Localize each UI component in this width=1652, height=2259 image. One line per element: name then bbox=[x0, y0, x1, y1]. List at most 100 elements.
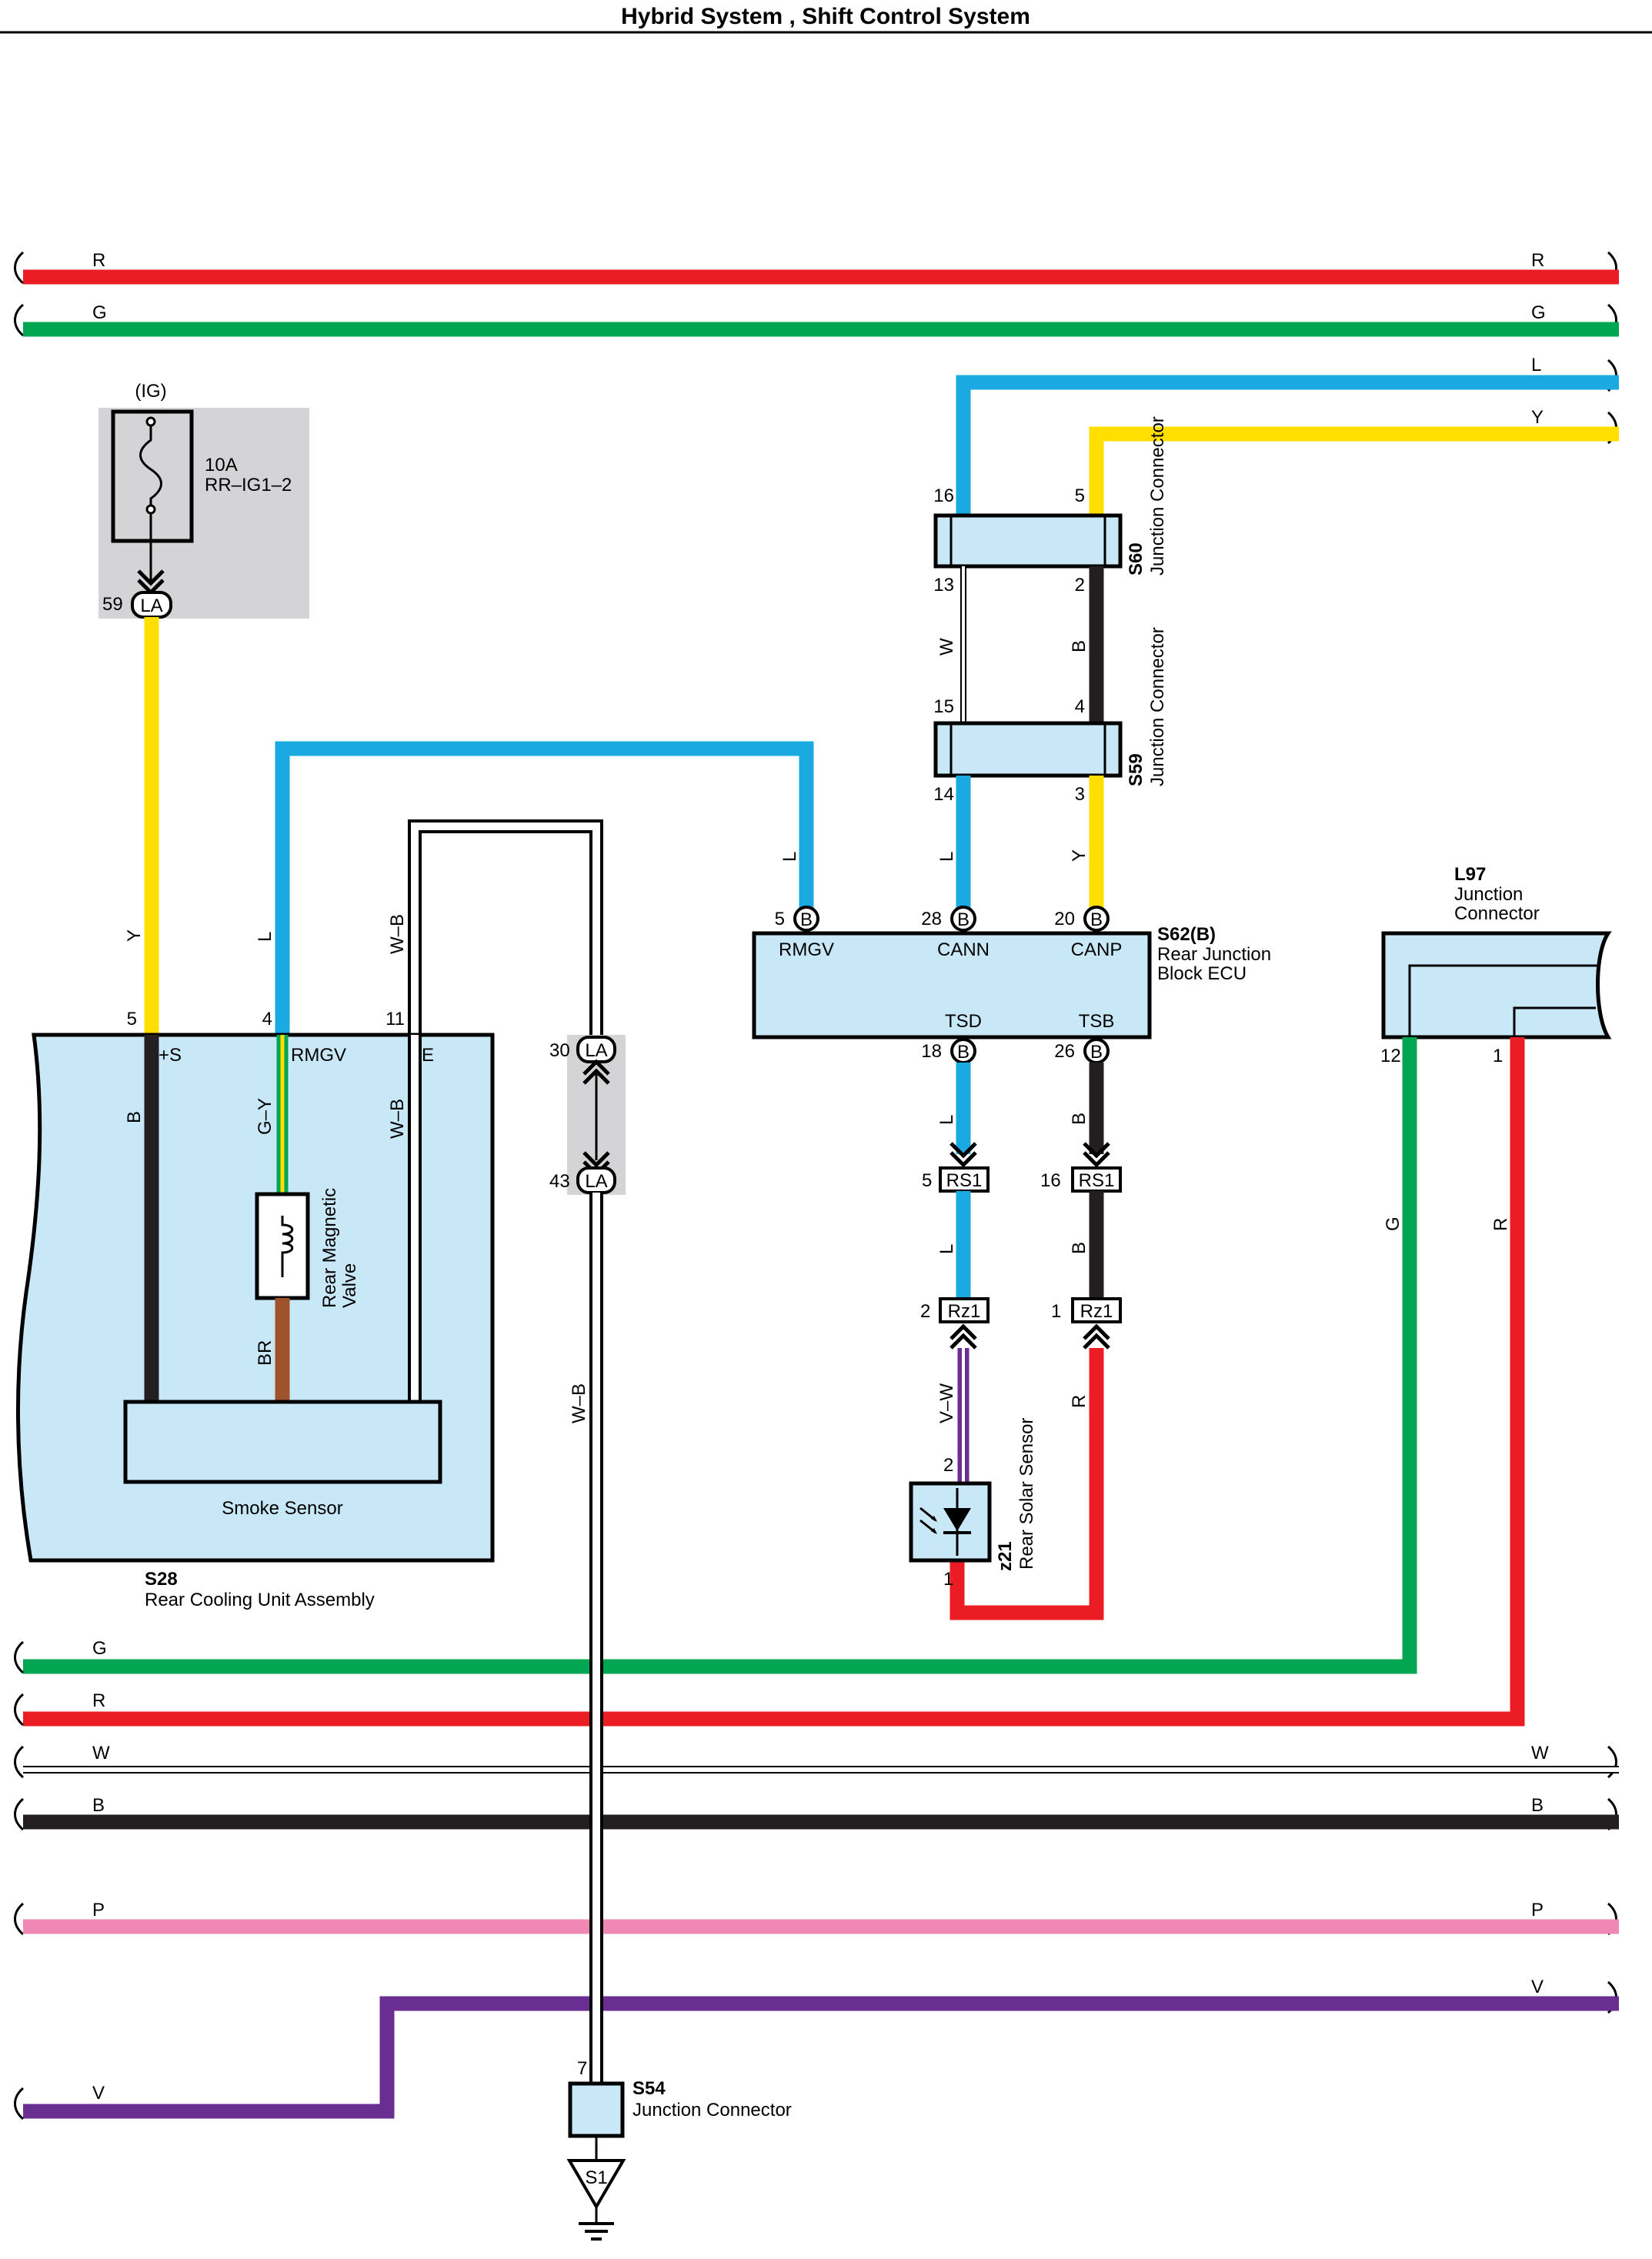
rz1-label-2: Rz1 bbox=[948, 1301, 981, 1322]
label-b-bottom-right: B bbox=[1531, 1795, 1544, 1816]
wire-label-w-s60: W bbox=[936, 638, 957, 656]
rz1-pin-1: 1 bbox=[1051, 1301, 1061, 1322]
l97-body bbox=[1381, 931, 1612, 1039]
z21-code: z21 bbox=[995, 1541, 1016, 1571]
wire-label-y-s59: Y bbox=[1069, 849, 1090, 862]
wire-label-b-tsb-2: B bbox=[1069, 1242, 1090, 1254]
s59-pin-15: 15 bbox=[933, 696, 954, 717]
ecu-code: S62(B) bbox=[1157, 924, 1216, 945]
s54-code: S54 bbox=[632, 2078, 666, 2099]
la-30-label: LA bbox=[585, 1040, 607, 1061]
ecu-pin-26: 26 bbox=[1054, 1041, 1075, 1062]
s59-junction-connector: 15 4 14 3 S59 Junction Connector bbox=[933, 627, 1168, 805]
s28-terminal-rmgv: RMGV bbox=[291, 1045, 346, 1066]
ecu-terminal-28 bbox=[950, 906, 976, 932]
label-w-bottom-left: W bbox=[92, 1743, 110, 1763]
s54-name: Junction Connector bbox=[632, 2100, 792, 2121]
s54-junction-connector: 7 S54 Junction Connector S1 bbox=[566, 2058, 792, 2241]
label-v-bottom-right: V bbox=[1531, 1977, 1544, 1997]
rs1-pin-16: 16 bbox=[1040, 1170, 1061, 1191]
label-r-top-left: R bbox=[92, 250, 105, 271]
s28-terminal-s: +S bbox=[159, 1045, 182, 1066]
fuse-shade bbox=[98, 408, 309, 619]
s59-name: Junction Connector bbox=[1147, 627, 1168, 786]
l97-name-1: Junction bbox=[1454, 884, 1523, 905]
s28-pin-11: 11 bbox=[385, 1009, 405, 1029]
ecu-name-2: Block ECU bbox=[1157, 963, 1247, 984]
connector-rs1-16 bbox=[1071, 1166, 1122, 1193]
la-junction: LA 30 LA 43 bbox=[549, 1035, 626, 1195]
wire-label-r-z21: R bbox=[1069, 1395, 1090, 1408]
fuse-terminal bbox=[145, 504, 156, 515]
coil-icon bbox=[281, 1216, 294, 1277]
ground-label: S1 bbox=[585, 2167, 607, 2188]
ecu-name-1: Rear Junction bbox=[1157, 944, 1271, 965]
z21-name: Rear Solar Sensor bbox=[1016, 1418, 1037, 1570]
rear-magnetic-valve bbox=[255, 1192, 310, 1300]
s54-box bbox=[568, 2081, 625, 2138]
wire-label-wb-la: W–B bbox=[569, 1383, 589, 1423]
la-pin-30: 30 bbox=[549, 1040, 570, 1061]
wire-label-l-s59: L bbox=[936, 852, 957, 862]
wire-break-mark bbox=[14, 1745, 25, 1779]
s60-box bbox=[933, 513, 1123, 569]
s59-pin-3: 3 bbox=[1075, 784, 1085, 805]
wire-break-mark bbox=[14, 1640, 25, 1674]
ecu-terminal-20 bbox=[1083, 906, 1110, 932]
label-y-top-right: Y bbox=[1531, 407, 1544, 428]
fuse-terminal bbox=[145, 416, 156, 427]
fuse-pin: 59 bbox=[102, 594, 123, 615]
wire-label-vw: V–W bbox=[936, 1383, 957, 1423]
ground-point-icon bbox=[566, 2159, 626, 2210]
label-r-top-right: R bbox=[1531, 250, 1544, 271]
wire-l-to-s60 bbox=[956, 375, 1619, 523]
valve-name-2: Valve bbox=[339, 1263, 360, 1308]
valve-name-1: Rear Magnetic bbox=[319, 1188, 340, 1308]
wire-label-b-tsb-1: B bbox=[1069, 1113, 1090, 1125]
s28-name: Rear Cooling Unit Assembly bbox=[145, 1590, 375, 1610]
bottom-bus: G R W W B B P P V V bbox=[14, 1638, 1619, 2121]
chevron-up-icon bbox=[949, 1323, 977, 1350]
s59-code: S59 bbox=[1126, 753, 1146, 786]
photodiode-icon bbox=[943, 1508, 971, 1531]
l97-code: L97 bbox=[1454, 864, 1486, 885]
ecu-conn-18: B bbox=[957, 1042, 970, 1063]
label-l-top-right: L bbox=[1531, 355, 1541, 375]
s59-pin-4: 4 bbox=[1075, 696, 1085, 717]
s28-pin-5: 5 bbox=[127, 1009, 137, 1029]
fuse-block: (IG) 10A RR–IG1–2 59 LA bbox=[98, 381, 309, 619]
wire-break-mark bbox=[14, 2087, 25, 2121]
wire-break-mark bbox=[1607, 1745, 1617, 1779]
label-g-bottom: G bbox=[92, 1638, 107, 1659]
label-g-top-right: G bbox=[1531, 302, 1546, 323]
label-r-bottom: R bbox=[92, 1690, 105, 1711]
chevron-down-icon bbox=[1083, 1142, 1110, 1168]
rz1-pin-2: 2 bbox=[920, 1301, 930, 1322]
label-p-bottom-left: P bbox=[92, 1900, 105, 1920]
rs1-label-5: RS1 bbox=[946, 1170, 983, 1191]
chevron-down-icon bbox=[949, 1142, 977, 1168]
ecu-pin-18: 18 bbox=[921, 1041, 942, 1062]
ecu-conn-26: B bbox=[1090, 1042, 1103, 1063]
wire-label-l-ecu: L bbox=[779, 852, 800, 862]
l97-name-2: Connector bbox=[1454, 903, 1540, 924]
top-bus: R R G G L Y bbox=[14, 250, 1619, 445]
s28-rear-cooling-unit: 5 4 11 +S RMGV E B G–Y Rear Magnetic Val… bbox=[15, 1009, 495, 1610]
wire-v-bottom bbox=[23, 1996, 1619, 2119]
z21-rear-solar-sensor: 2 1 z21 Rear Solar Sensor bbox=[909, 1418, 1037, 1590]
s60-code: S60 bbox=[1126, 542, 1146, 576]
wire-label-r-l97: R bbox=[1490, 1218, 1511, 1231]
connector-rs1-5 bbox=[939, 1166, 990, 1193]
chevron-up-icon bbox=[1083, 1323, 1110, 1350]
wire-label-g-l97: G bbox=[1383, 1216, 1403, 1231]
wire-label-l-s28: L bbox=[255, 932, 275, 942]
ecu-label-tsd: TSD bbox=[945, 1011, 982, 1032]
l97-pin-1: 1 bbox=[1493, 1046, 1503, 1066]
wire-break-mark bbox=[14, 1693, 25, 1727]
s60-pin-2: 2 bbox=[1075, 575, 1085, 596]
rs1-pin-5: 5 bbox=[922, 1170, 932, 1191]
z21-box bbox=[909, 1481, 992, 1563]
wire-break-mark bbox=[14, 251, 25, 285]
wire-r-l97 bbox=[23, 1037, 1525, 1727]
